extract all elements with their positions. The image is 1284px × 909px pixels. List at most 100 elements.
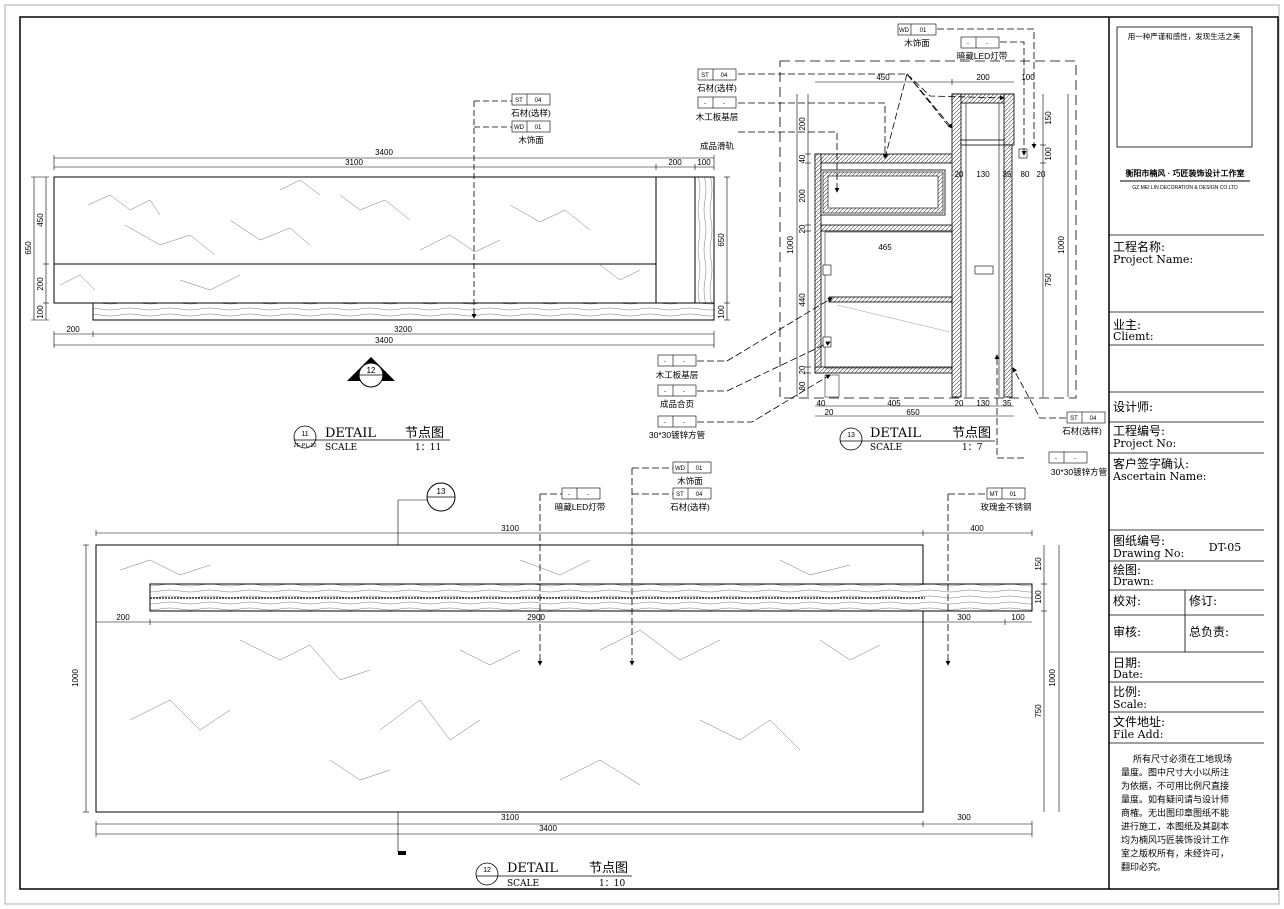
designer-label: 设计师: <box>1113 400 1153 414</box>
svg-text:石材(选样): 石材(选样) <box>697 83 737 93</box>
check-label: 校对: <box>1113 593 1141 608</box>
svg-text:-: - <box>664 359 666 365</box>
svg-text:465: 465 <box>878 243 892 252</box>
detail-13-title: 13 DETAIL 节点图 SCALE 1：7 <box>839 426 995 453</box>
svg-text:-: - <box>1074 456 1076 462</box>
svg-text:80: 80 <box>798 381 807 390</box>
tag-wood: WD 01 木饰面 <box>511 120 551 145</box>
tag-stone-bottom: ST 04 石材(选样) <box>670 487 712 512</box>
dim-bot-b: 3200 <box>394 325 412 334</box>
tag-hinge: - - 成品合页 <box>657 384 697 409</box>
svg-text:200: 200 <box>976 73 990 82</box>
svg-text:40: 40 <box>817 399 826 408</box>
note-line: 商榷。无出图印章图纸不能 <box>1121 807 1229 819</box>
svg-text:30*30镀锌方管: 30*30镀锌方管 <box>649 430 705 440</box>
svg-text:80: 80 <box>1021 170 1030 179</box>
project-no-cn: 工程编号: <box>1113 423 1165 438</box>
revise-label: 修订: <box>1189 593 1217 608</box>
svg-text:ST: ST <box>1070 416 1078 422</box>
svg-text:35: 35 <box>1003 170 1012 179</box>
svg-text:节点图: 节点图 <box>405 426 444 441</box>
tag-steel-bottom: MT 01 玫瑰金不锈钢 <box>980 487 1032 512</box>
dim-right-a: 650 <box>717 233 726 247</box>
svg-text:400: 400 <box>970 524 984 533</box>
chief-label: 总负责: <box>1189 625 1229 639</box>
svg-text:-: - <box>704 101 706 107</box>
svg-text:130: 130 <box>976 399 990 408</box>
title-block: 用一种严谨和感性，发现生活之美 衡阳市楠风 · 巧匠装饰设计工作室 GZ.MEI… <box>1108 17 1264 889</box>
svg-text:150: 150 <box>1044 111 1053 125</box>
date-cn: 日期: <box>1113 656 1141 670</box>
svg-text:150: 150 <box>1034 557 1043 571</box>
ascertain-en: Ascertain Name: <box>1112 470 1206 483</box>
svg-text:木饰面: 木饰面 <box>904 38 930 48</box>
dim-left-total: 650 <box>24 241 33 255</box>
company-name-cn: 衡阳市楠风 · 巧匠装饰设计工作室 <box>1125 168 1244 178</box>
notes-block: 所有尺寸必须在工地现场量度。图中尺寸大小以所注为依据，不可用比例尺直接量度。如有… <box>1121 753 1232 873</box>
outer-frame <box>4 4 1280 905</box>
svg-text:40: 40 <box>798 154 807 163</box>
svg-text:750: 750 <box>1034 704 1043 718</box>
svg-text:1000: 1000 <box>1057 236 1066 254</box>
svg-text:20: 20 <box>955 399 964 408</box>
tag-board-lower: - - 木工板基层 <box>656 354 698 380</box>
svg-text:300: 300 <box>957 613 971 622</box>
svg-text:-: - <box>664 389 666 395</box>
svg-text:玫瑰金不锈钢: 玫瑰金不锈钢 <box>980 502 1031 512</box>
svg-text:1：10: 1：10 <box>599 879 625 889</box>
svg-text:ST: ST <box>676 492 684 498</box>
wood-base <box>92 302 715 321</box>
svg-text:1：11: 1：11 <box>415 443 441 453</box>
client-en: Cliemt: <box>1113 330 1154 343</box>
section-callout-12: 12 <box>347 357 395 388</box>
svg-text:11: 11 <box>301 431 308 438</box>
dim-bot-total: 3400 <box>375 336 393 345</box>
tag-wood-bottom: WD 01 木饰面 <box>672 461 712 486</box>
dim-left-c: 100 <box>36 305 45 319</box>
detail-12-title: 12 DETAIL 节点图 SCALE 1：10 <box>475 861 632 889</box>
svg-text:石材(选样): 石材(选样) <box>1062 426 1102 436</box>
svg-text:650: 650 <box>906 408 920 417</box>
svg-text:-: - <box>683 359 685 365</box>
svg-text:-: - <box>967 41 969 47</box>
project-name-en: Project Name: <box>1113 253 1193 266</box>
tag-pipe-left: - - 30*30镀锌方管 <box>649 415 705 440</box>
svg-text:12: 12 <box>483 867 491 874</box>
svg-text:-: - <box>986 41 988 47</box>
svg-text:750: 750 <box>1044 273 1053 287</box>
ascertain-cn: 客户签字确认: <box>1113 456 1189 471</box>
detail-13-drawing: 450 200 100 1000 200 40 200 20 440 20 80… <box>649 23 1107 477</box>
svg-text:DETAIL: DETAIL <box>507 861 558 876</box>
tag-stone-text: 石材(选样) <box>511 108 551 118</box>
scale-en: Scale: <box>1113 698 1147 711</box>
svg-text:300: 300 <box>957 813 971 822</box>
tag-rail-text: 成品滑轨 <box>700 141 735 151</box>
note-line: 进行施工，本图纸及其副本 <box>1121 821 1229 833</box>
svg-text:04: 04 <box>696 492 703 498</box>
svg-text:SCALE: SCALE <box>325 443 357 453</box>
svg-text:-: - <box>683 389 685 395</box>
svg-text:04: 04 <box>721 73 728 79</box>
svg-text:MT: MT <box>990 492 999 498</box>
dim-top-b: 200 <box>668 158 682 167</box>
tag-stone-lower: ST 04 石材(选样) <box>1062 411 1106 436</box>
svg-text:石材(选样): 石材(选样) <box>670 502 710 512</box>
dim-right-b: 100 <box>717 305 726 319</box>
svg-text:1000: 1000 <box>71 669 80 687</box>
file-en: File Add: <box>1113 728 1163 741</box>
svg-text:30*30镀锌方管: 30*30镀锌方管 <box>1051 467 1107 477</box>
svg-text:-: - <box>683 420 685 426</box>
svg-text:01: 01 <box>696 466 703 472</box>
svg-text:01: 01 <box>535 125 542 131</box>
svg-text:20: 20 <box>798 224 807 233</box>
slogan: 用一种严谨和感性，发现生活之美 <box>1128 31 1241 41</box>
svg-text:DETAIL: DETAIL <box>325 426 376 441</box>
detail-11-title: 11 2F-PL-10 DETAIL 节点图 SCALE 1：11 <box>294 425 450 453</box>
tag-pipe-lower: - - 30*30镀锌方管 <box>1048 451 1107 477</box>
svg-text:200: 200 <box>798 189 807 203</box>
tag-wood-top: WD 01 木饰面 <box>897 23 937 48</box>
marble-panel <box>53 176 657 304</box>
drawing-no-cn: 图纸编号: <box>1113 533 1165 548</box>
scale-cn: 比例: <box>1113 685 1141 699</box>
